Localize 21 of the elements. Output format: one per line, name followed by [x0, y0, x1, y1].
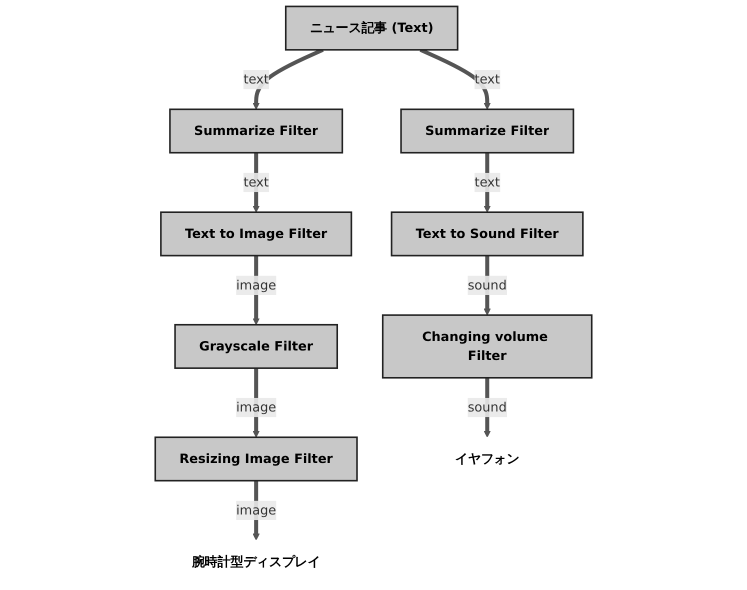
edge-label: text: [474, 72, 500, 87]
node-box: Summarize Filter: [169, 108, 344, 154]
node-box: ニュース記事 (Text): [284, 6, 458, 51]
node-box: Resizing Image Filter: [154, 436, 358, 482]
node-box: Summarize Filter: [400, 108, 574, 154]
edge-label: image: [236, 399, 276, 415]
edge-label: sound: [468, 277, 507, 293]
arrow: [420, 48, 491, 110]
node-box: Grayscale Filter: [174, 324, 338, 369]
edge-label: image: [236, 277, 276, 293]
node-box: Text to Image Filter: [160, 211, 352, 256]
arrow: [252, 48, 324, 110]
edge-label: image: [236, 502, 276, 518]
edge-label: sound: [468, 399, 507, 415]
node-text: 腕時計型ディスプレイ: [192, 554, 320, 570]
node-text: イヤフォン: [455, 450, 520, 466]
edge-label: text: [243, 72, 269, 87]
node-box: Changing volume Filter: [382, 314, 593, 379]
edge-label: text: [243, 174, 269, 190]
edge-label: text: [474, 174, 500, 190]
node-box: Text to Sound Filter: [390, 211, 584, 256]
